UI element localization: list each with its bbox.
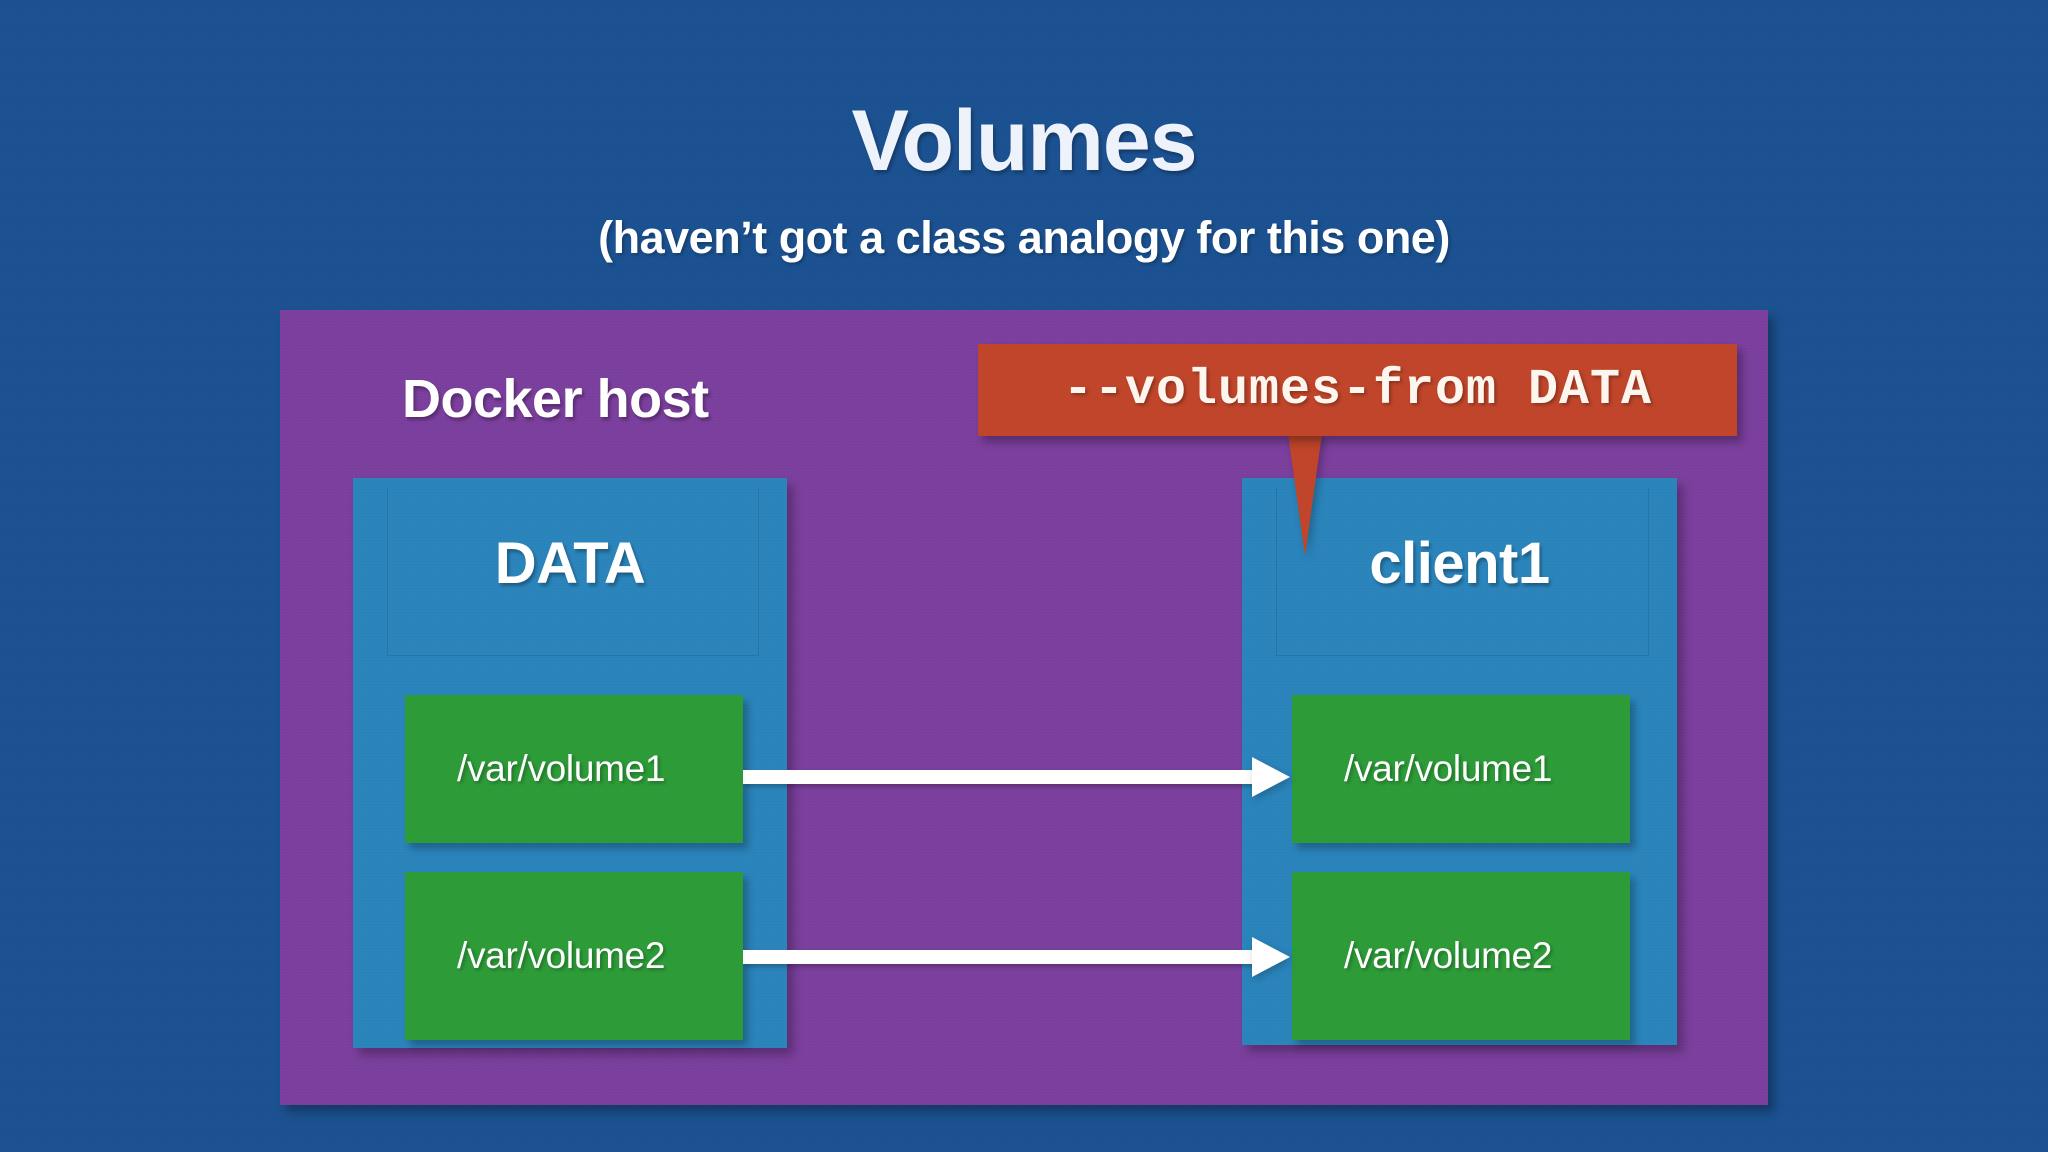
page-title: Volumes bbox=[851, 93, 1197, 189]
container-header-rule bbox=[1276, 488, 1649, 656]
volume-label: /var/volume2 bbox=[457, 935, 666, 976]
volume-box-client1-volume1[interactable]: /var/volume1 bbox=[1292, 695, 1630, 843]
volume-share-arrow-1 bbox=[743, 757, 1290, 797]
docker-host-label: Docker host bbox=[402, 369, 709, 429]
volume-label: /var/volume1 bbox=[1344, 748, 1553, 789]
container-header-rule bbox=[387, 488, 759, 656]
volume-label: /var/volume2 bbox=[1344, 935, 1553, 976]
volume-label: /var/volume1 bbox=[457, 748, 666, 789]
volume-box-data-volume2[interactable]: /var/volume2 bbox=[405, 872, 743, 1040]
volume-share-arrow-2 bbox=[743, 937, 1290, 977]
volume-box-client1-volume2[interactable]: /var/volume2 bbox=[1292, 872, 1630, 1040]
container-title-client1: client1 bbox=[1369, 531, 1550, 596]
volumes-from-callout[interactable]: --volumes-from DATA bbox=[978, 344, 1737, 436]
arrow-shaft bbox=[743, 770, 1255, 784]
callout-pointer-icon bbox=[1288, 434, 1322, 556]
callout-command-text: --volumes-from DATA bbox=[1062, 361, 1653, 419]
arrow-shaft bbox=[743, 950, 1255, 964]
volume-box-data-volume1[interactable]: /var/volume1 bbox=[405, 695, 743, 843]
page-subtitle: (haven’t got a class analogy for this on… bbox=[598, 212, 1450, 263]
arrow-head-icon bbox=[1252, 937, 1290, 977]
arrow-head-icon bbox=[1252, 757, 1290, 797]
container-title-data: DATA bbox=[494, 531, 646, 596]
